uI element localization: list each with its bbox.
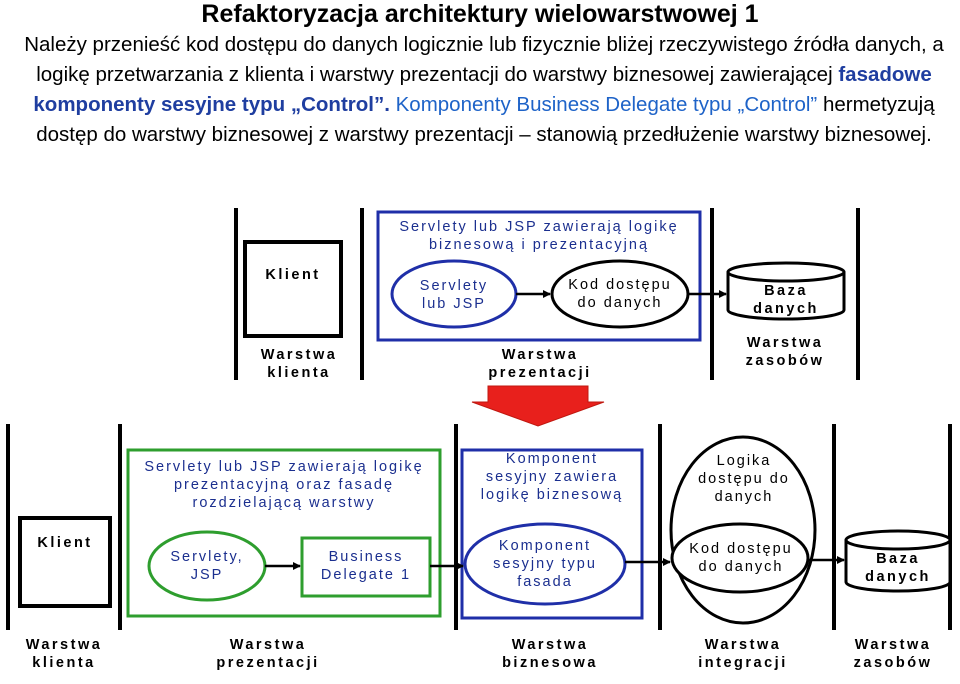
bottom-integration-ellipse — [669, 435, 817, 625]
bottom-kod-label: Kod dostępu do danych — [689, 541, 793, 575]
bottom-blue-label: Komponent sesyjny zawiera logikę bizneso… — [480, 451, 624, 503]
bottom-fasada-ellipse — [463, 522, 627, 606]
intro-paragraph: Należy przenieść kod dostępu do danych l… — [14, 30, 954, 150]
bottom-tier-integracji-label: Warstwa integracji — [698, 637, 788, 671]
top-tier-zasobow-label: Warstwa zasobów — [745, 335, 825, 369]
bottom-delegate-label: Business Delegate 1 — [320, 549, 412, 583]
bottom-kod-ellipse — [670, 522, 810, 594]
bottom-tier-klienta-label: Warstwa klienta — [25, 637, 103, 671]
top-tier-klienta-label: Warstwa klienta — [260, 347, 338, 381]
bottom-servlety-label: Servlety, JSP — [170, 549, 244, 583]
page-title: Refaktoryzacja architektury wielowarstwo… — [201, 0, 759, 28]
top-baza-label: Baza danych — [753, 283, 819, 317]
intro-text: Należy przenieść kod dostępu do danych l… — [24, 33, 944, 86]
top-presentation-box — [376, 210, 702, 342]
refactor-arrow — [471, 385, 605, 427]
bottom-baza-label: Baza danych — [865, 551, 931, 585]
top-servlety-label: Servlety lub JSP — [419, 278, 489, 312]
top-baza-cylinder — [726, 261, 846, 321]
intro-delegate: Komponenty Business Delegate typu „Contr… — [395, 93, 818, 116]
bottom-fasada-label: Komponent sesyjny typu fasada — [493, 538, 597, 590]
top-outer-label: Servlety lub JSP zawierają logikę biznes… — [399, 219, 679, 253]
bottom-logika-label: Logika dostępu do danych — [698, 453, 790, 505]
bottom-green-label: Servlety lub JSP zawierają logikę prezen… — [144, 459, 424, 511]
bottom-klient-box — [18, 516, 112, 608]
top-kod-label: Kod dostępu do danych — [568, 277, 672, 311]
intro-delegate-rest: hermetyzują dostęp do warstwy biznesowej… — [36, 93, 935, 146]
bottom-presentation-box — [126, 448, 442, 618]
top-tier-prezentacji-label: Warstwa prezentacji — [488, 347, 592, 381]
bottom-tier-biznesowa-label: Warstwa biznesowa — [502, 637, 598, 671]
bottom-business-box — [460, 448, 644, 620]
top-klient-box — [243, 240, 343, 338]
bottom-baza-cylinder — [844, 529, 952, 593]
top-klient-label: Klient — [265, 267, 321, 283]
bottom-klient-label: Klient — [37, 535, 93, 551]
intro-highlight: fasadowe komponenty sesyjne typu „Contro… — [33, 63, 932, 116]
bottom-tier-prezentacji-label: Warstwa prezentacji — [216, 637, 320, 671]
bottom-tier-zasobow-label: Warstwa zasobów — [853, 637, 933, 671]
